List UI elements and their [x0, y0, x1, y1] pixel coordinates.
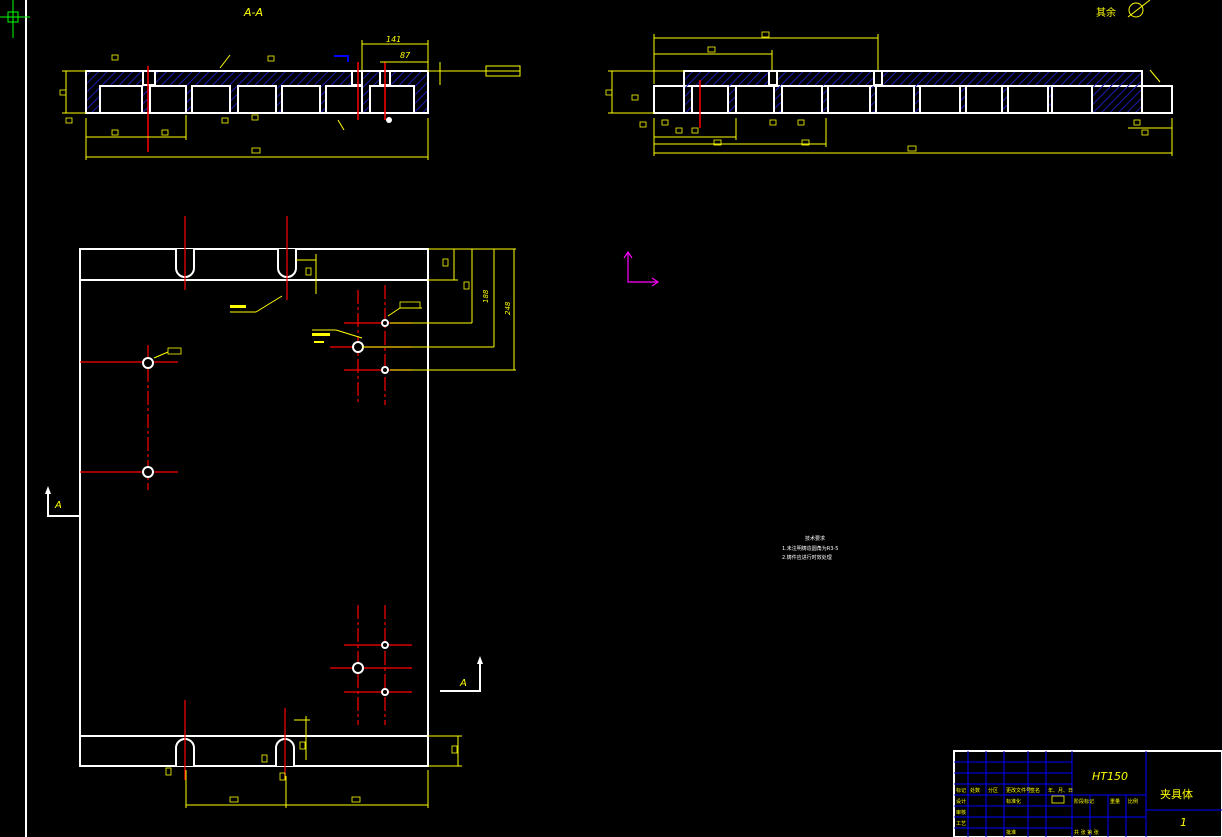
- section-mark-right-label: A: [459, 678, 467, 689]
- tech-req-line2: 2.铸件应进行时效处理: [782, 554, 832, 561]
- dim-141: 141: [386, 35, 401, 44]
- designer-label: 设计: [956, 798, 966, 805]
- roughness-circle-icon: [1128, 2, 1144, 18]
- section-slots: [99, 70, 415, 114]
- plan-outline: [79, 248, 429, 767]
- side-slots: [691, 70, 1093, 114]
- stage-label: 阶段标记: [1074, 798, 1094, 805]
- row-label-2: 分区: [988, 787, 998, 794]
- scale-label: 比例: [1128, 798, 1138, 805]
- dim-87: 87: [400, 51, 411, 60]
- weight-label: 重量: [1110, 798, 1120, 805]
- row-label-1: 处数: [970, 787, 980, 794]
- review-label: 审核: [956, 809, 966, 816]
- section-view-a-a[interactable]: A-A: [59, 6, 521, 160]
- process-label: 工艺: [956, 821, 966, 827]
- dim-188: 188: [482, 289, 490, 303]
- section-mark-right: A: [440, 656, 483, 692]
- section-mark-left: A: [45, 486, 80, 517]
- section-mark-left-label: A: [54, 500, 62, 511]
- standard-label: 标准化: [1006, 798, 1021, 805]
- row-label-0: 标记: [956, 787, 966, 794]
- section-dimensions: [62, 40, 521, 160]
- row-label-4: 签名: [1030, 787, 1040, 794]
- sheet-number: 1: [1180, 816, 1187, 829]
- section-centerlines: [147, 62, 386, 152]
- datum-marker-icon: [386, 117, 392, 123]
- weight-value-box: [1051, 795, 1065, 804]
- approve-label: 批准: [1006, 829, 1016, 836]
- tech-req-line1: 1.未注明铸造圆角为R3-5: [782, 545, 838, 552]
- sheets-label: 共 张 第 张: [1074, 829, 1099, 836]
- side-dim-value-boxes: [605, 31, 1149, 152]
- surface-roughness-note: 其余: [1096, 0, 1151, 19]
- dim-248: 248: [504, 301, 512, 315]
- plan-holes: [142, 319, 389, 696]
- plan-dimensions: [153, 248, 516, 808]
- top-u-slots: [175, 249, 297, 278]
- part-name: 夹具体: [1160, 787, 1193, 801]
- title-block-grid: [954, 751, 1222, 837]
- blue-arrow-icon: [334, 55, 349, 62]
- plan-dim-value-boxes: [165, 258, 470, 803]
- plan-centerlines: [80, 216, 412, 780]
- ucs-axis-icon: [623, 250, 660, 287]
- title-block[interactable]: HT150 夹具体 1 标记 处数 分区 更改文件号 签名 年、月、日 设计 标…: [953, 750, 1222, 837]
- material-label: HT150: [1092, 770, 1128, 783]
- bottom-u-slots: [175, 738, 295, 766]
- leader-text-marks: [230, 305, 330, 343]
- title-block-border: [953, 750, 1222, 837]
- side-dimensions: [608, 34, 1173, 156]
- crosshair-cursor-icon: [0, 0, 30, 38]
- rest-label: 其余: [1096, 6, 1116, 19]
- row-label-5: 年、月、日: [1048, 787, 1073, 794]
- tech-req-title: 技术要求: [805, 535, 825, 542]
- section-dim-value-boxes: [59, 54, 275, 154]
- technical-requirements: 技术要求 1.未注明铸造圆角为R3-5 2.铸件应进行时效处理: [782, 535, 838, 561]
- section-title: A-A: [243, 6, 263, 19]
- side-view[interactable]: [605, 31, 1173, 156]
- row-label-3: 更改文件号: [1006, 787, 1031, 794]
- plan-view[interactable]: 188 248 A A: [45, 216, 516, 808]
